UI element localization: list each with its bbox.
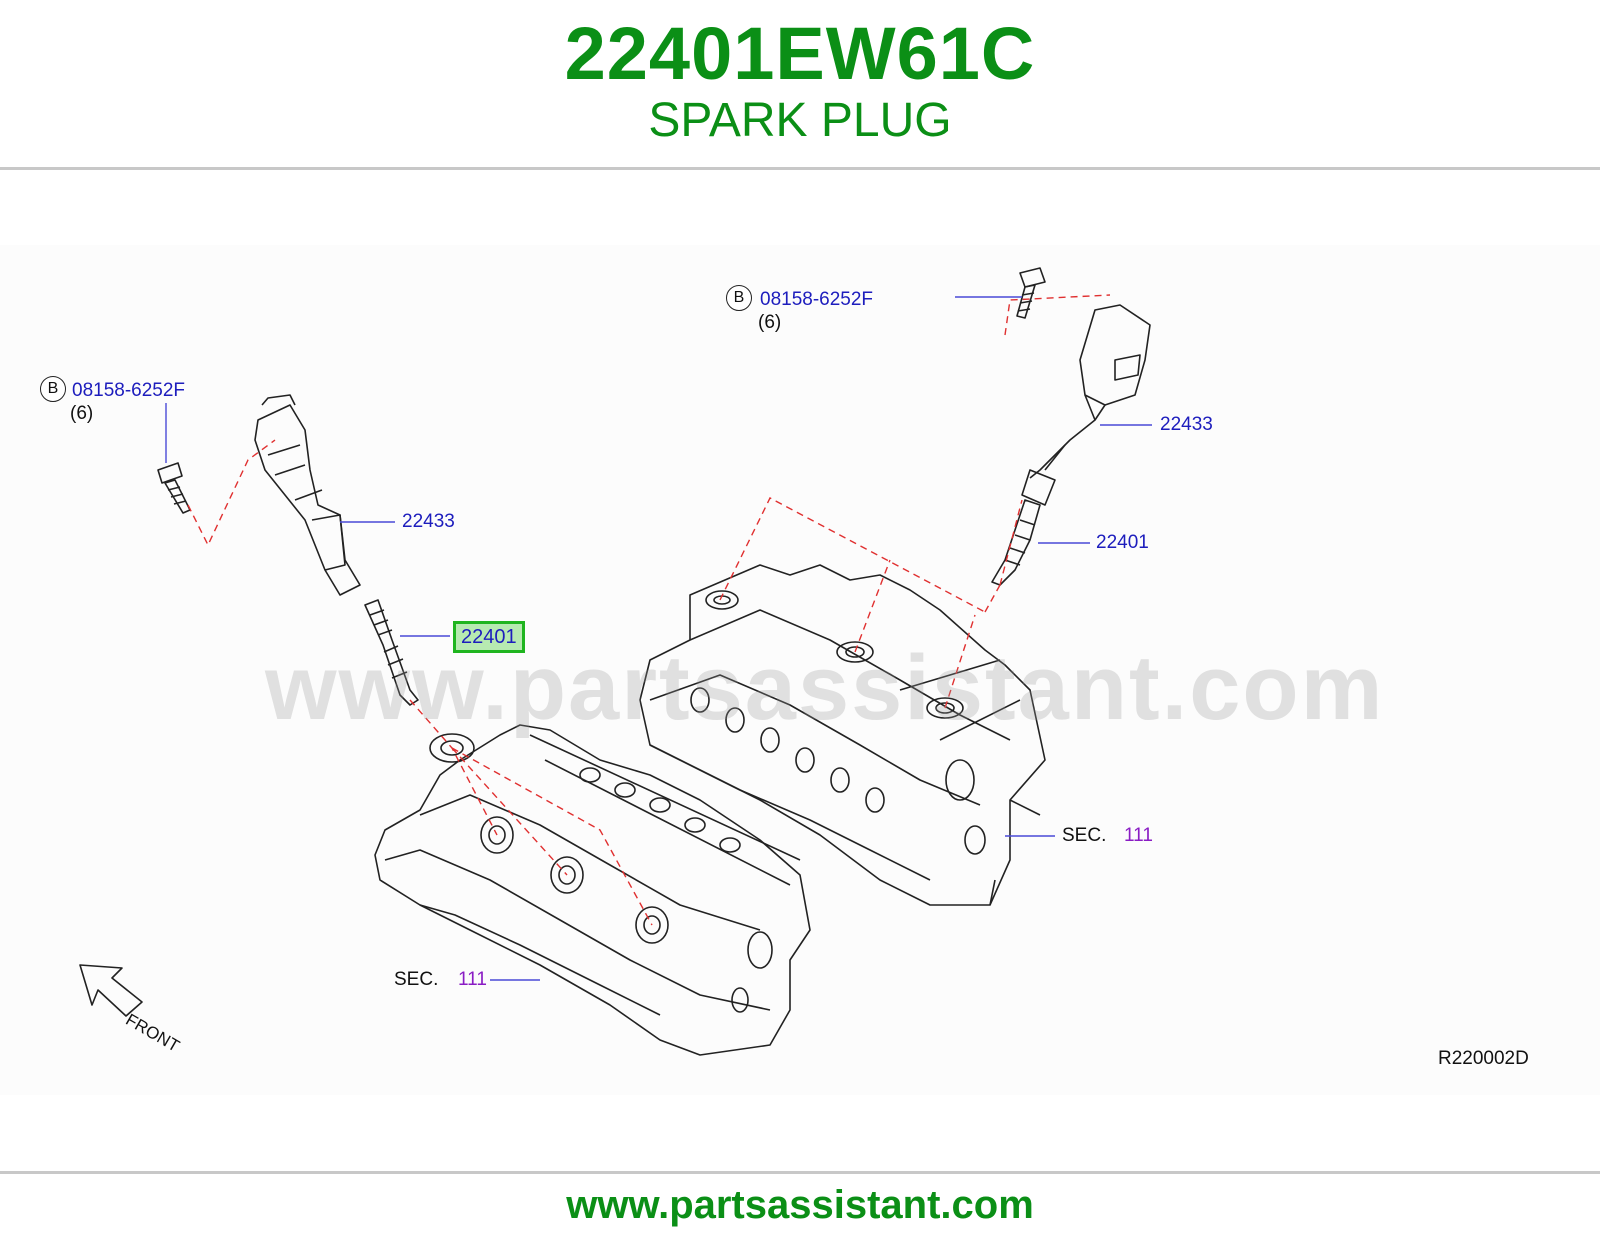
diagram-background [0,245,1600,1095]
bolt-right-qty: (6) [758,312,782,333]
footer-divider [0,1171,1600,1174]
coil-left-part-link[interactable]: 22433 [402,511,455,532]
sec-right-prefix: SEC. [1062,825,1107,846]
sec-right-number-link[interactable]: 111 [1124,825,1153,846]
left-spark-plug-drawing [364,599,419,706]
bolt-right-ref-circle: B [726,285,752,311]
footer-website-link[interactable]: www.partsassistant.com [566,1183,1034,1227]
left-ignition-coil-drawing [254,394,361,596]
part-number-title: 22401EW61C [564,12,1036,95]
front-arrow-icon [79,964,143,1017]
assembly-dashed-lines [187,294,1111,926]
watermark-text: www.partsassistant.com [265,637,1385,739]
diagram-code: R220002D [1438,1048,1529,1069]
right-ignition-coil-drawing [1021,304,1151,506]
plug-right-part-link[interactable]: 22401 [1096,532,1149,553]
sec-left-number-link[interactable]: 111 [458,969,487,990]
right-cylinder-head-drawing [639,564,1046,906]
header-divider [0,167,1600,170]
bolt-left-ref-circle: B [40,376,66,402]
bolt-left-part-link[interactable]: 08158-6252F [72,380,186,401]
leader-lines [165,296,1152,981]
bolt-right-part-link[interactable]: 08158-6252F [760,289,874,310]
plug-left-part-link-highlighted[interactable]: 22401 [453,621,525,653]
bolt-left-qty: (6) [70,403,94,424]
left-cylinder-head-drawing [374,724,811,1056]
right-bolt-drawing [1016,267,1046,319]
right-spark-plug-drawing [991,499,1041,586]
page-header: 22401EW61C SPARK PLUG [0,0,1600,168]
coil-right-part-link[interactable]: 22433 [1160,414,1213,435]
part-name-subtitle: SPARK PLUG [648,94,952,147]
sec-left-prefix: SEC. [394,969,439,990]
left-bolt-drawing [157,462,191,514]
